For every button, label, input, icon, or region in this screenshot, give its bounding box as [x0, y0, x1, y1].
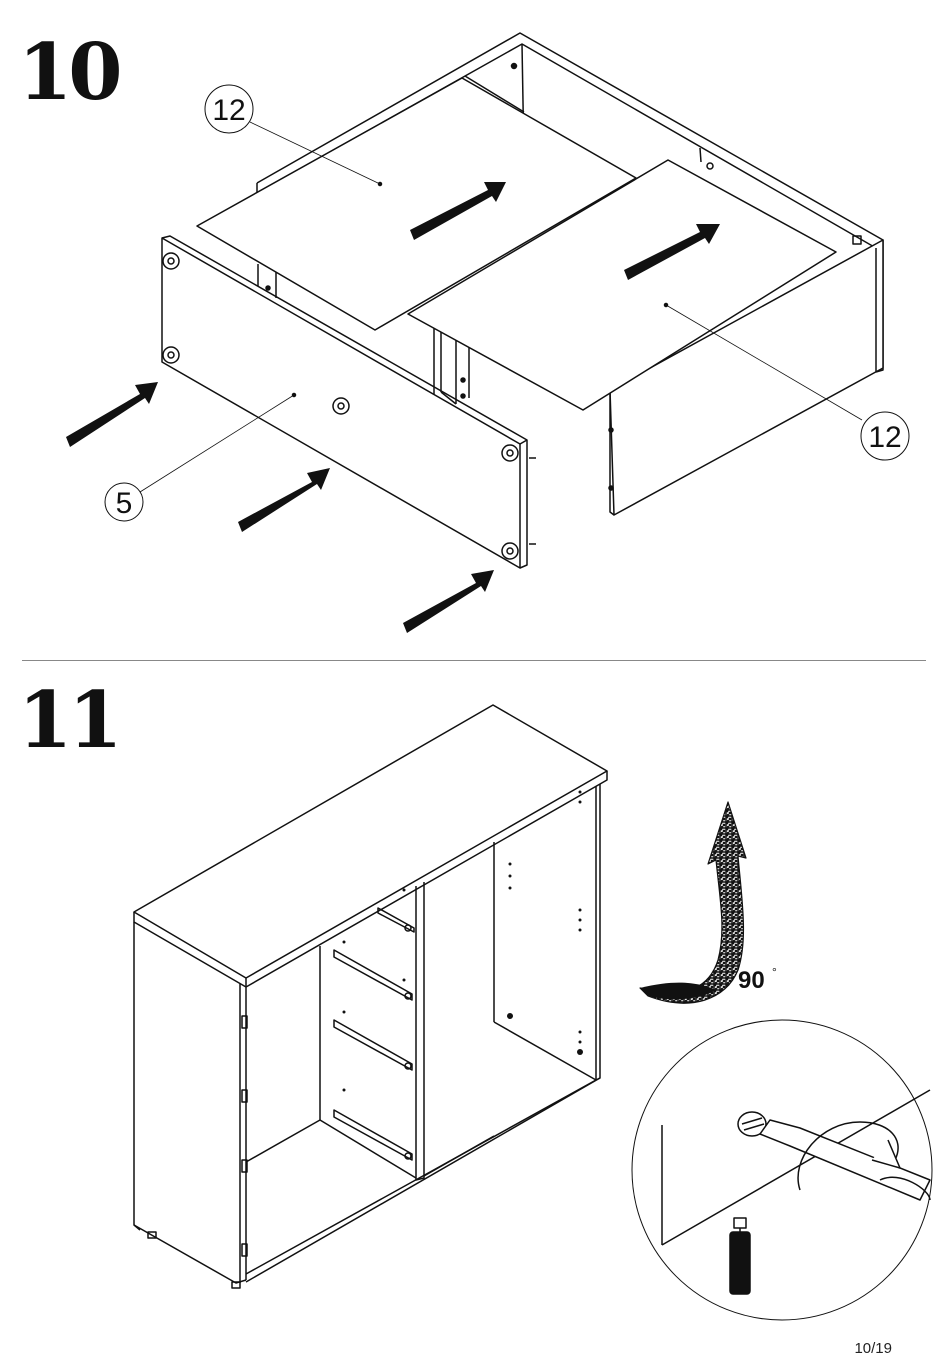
callout-5: 5 [116, 487, 133, 520]
arrow-icon [238, 468, 330, 532]
rotation-angle-value: 90 [738, 967, 765, 994]
leveling-foot-detail [632, 1020, 932, 1320]
arrow-icon [66, 382, 158, 447]
step11-cabinet [134, 705, 607, 1288]
callout-12-right: 12 [868, 421, 901, 454]
rotation-angle-unit: ° [772, 965, 777, 979]
callout-12-top: 12 [212, 94, 245, 127]
arrow-icon [403, 570, 494, 633]
rotate-90-arrow-icon [640, 802, 746, 1003]
